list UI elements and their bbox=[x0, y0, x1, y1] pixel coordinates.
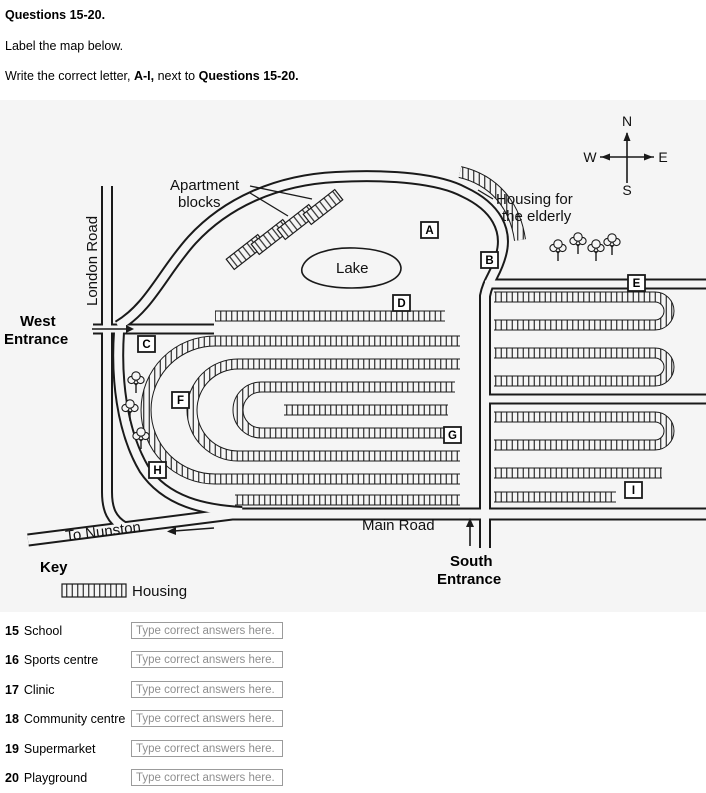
question-number: 19 bbox=[5, 741, 19, 756]
map-marker-a: A bbox=[420, 221, 439, 239]
main-road-label: Main Road bbox=[362, 517, 435, 534]
to-nunston-label: To Nunston bbox=[64, 519, 141, 545]
map-markers: A B C D E F G H I bbox=[137, 221, 646, 499]
question-row-17: 17 Clinic bbox=[5, 681, 706, 698]
answer-input-19[interactable] bbox=[131, 740, 283, 757]
svg-text:D: D bbox=[397, 298, 405, 310]
question-number: 20 bbox=[5, 770, 19, 785]
question-number: 15 bbox=[5, 623, 19, 638]
map-marker-c: C bbox=[137, 335, 156, 353]
letter-instruction-bold2: Questions 15-20. bbox=[198, 69, 299, 83]
question-label: Community centre bbox=[23, 711, 126, 726]
compass-n-label: N bbox=[622, 113, 632, 129]
south-entrance-label-line1: South bbox=[450, 553, 493, 570]
question-row-19: 19 Supermarket bbox=[5, 740, 706, 757]
map-marker-i: I bbox=[624, 481, 643, 499]
letter-instruction: Write the correct letter, A-I, next to Q… bbox=[5, 69, 299, 83]
compass-west-arrowhead bbox=[601, 153, 610, 161]
housing-strips bbox=[140, 166, 675, 506]
housing-elderly-label-line1: Housing for bbox=[496, 191, 573, 208]
answer-input-16[interactable] bbox=[131, 651, 283, 668]
answer-input-18[interactable] bbox=[131, 710, 283, 727]
compass-north-arrowhead bbox=[623, 132, 631, 141]
answer-input-15[interactable] bbox=[131, 622, 283, 639]
letter-instruction-part2: next to bbox=[154, 69, 199, 83]
question-number: 18 bbox=[5, 711, 19, 726]
letter-instruction-part1: Write the correct letter, bbox=[5, 69, 134, 83]
map-marker-d: D bbox=[392, 294, 411, 312]
svg-text:F: F bbox=[177, 395, 184, 407]
question-row-18: 18 Community centre bbox=[5, 710, 706, 727]
to-nunston-arrow bbox=[173, 527, 215, 532]
questions-range-title: Questions 15-20. bbox=[5, 8, 106, 22]
question-label: School bbox=[23, 623, 63, 638]
map-marker-f: F bbox=[171, 391, 190, 409]
question-row-16: 16 Sports centre bbox=[5, 651, 706, 668]
answer-input-17[interactable] bbox=[131, 681, 283, 698]
london-road-label: London Road bbox=[84, 216, 101, 306]
tree-icon bbox=[603, 233, 621, 256]
svg-text:B: B bbox=[485, 255, 493, 267]
roads-surface bbox=[27, 172, 706, 548]
south-entrance-label-line2: Entrance bbox=[437, 571, 501, 588]
map-svg: Lake bbox=[4, 113, 706, 600]
compass-east-arrowhead bbox=[644, 153, 653, 161]
tree-icon bbox=[549, 239, 567, 262]
tree-icon bbox=[587, 239, 605, 262]
svg-text:H: H bbox=[153, 465, 161, 477]
lake bbox=[301, 247, 402, 289]
south-entrance-arrowhead bbox=[466, 518, 474, 527]
tree-icon bbox=[569, 232, 587, 255]
question-row-20: 20 Playground bbox=[5, 769, 706, 786]
apartment-pointer-line bbox=[249, 192, 289, 217]
svg-text:I: I bbox=[632, 485, 635, 497]
apartment-blocks bbox=[225, 188, 344, 271]
task-instruction: Label the map below. bbox=[5, 39, 124, 53]
question-label: Sports centre bbox=[23, 652, 99, 667]
map-figure: Lake bbox=[0, 100, 706, 612]
map-marker-e: E bbox=[627, 274, 646, 292]
lake-label: Lake bbox=[336, 260, 369, 277]
svg-text:E: E bbox=[633, 278, 641, 290]
compass-e-label: E bbox=[658, 149, 667, 165]
question-number: 17 bbox=[5, 682, 19, 697]
housing-key-symbol bbox=[61, 583, 127, 598]
letter-instruction-bold1: A-I, bbox=[133, 69, 155, 83]
apartment-blocks-label-line1: Apartment bbox=[170, 177, 240, 194]
answer-input-20[interactable] bbox=[131, 769, 283, 786]
apartment-block bbox=[302, 188, 344, 226]
compass-w-label: W bbox=[583, 149, 597, 165]
svg-text:G: G bbox=[448, 430, 457, 442]
west-entrance-label-line1: West bbox=[20, 313, 56, 330]
question-number: 16 bbox=[5, 652, 19, 667]
key-title: Key bbox=[40, 559, 68, 576]
question-label: Clinic bbox=[23, 682, 55, 697]
question-label: Supermarket bbox=[23, 741, 96, 756]
compass-s-label: S bbox=[622, 182, 631, 198]
svg-text:A: A bbox=[425, 225, 433, 237]
housing-elderly-pointer-line bbox=[477, 189, 494, 200]
question-row-15: 15 School bbox=[5, 622, 706, 639]
west-entrance-arrowhead bbox=[126, 325, 134, 333]
housing-elderly-label-line2: the elderly bbox=[502, 208, 572, 225]
tree-icon bbox=[127, 371, 145, 394]
question-label: Playground bbox=[23, 770, 88, 785]
key-housing-label: Housing bbox=[132, 583, 187, 600]
west-entrance-label-line2: Entrance bbox=[4, 331, 68, 348]
svg-text:C: C bbox=[142, 339, 150, 351]
apartment-blocks-label-line2: blocks bbox=[178, 194, 221, 211]
apartment-pointer-line bbox=[249, 185, 313, 200]
map-marker-b: B bbox=[480, 251, 499, 269]
map-marker-h: H bbox=[148, 461, 167, 479]
map-marker-g: G bbox=[443, 426, 462, 444]
compass-icon: N S W E bbox=[583, 113, 667, 198]
to-nunston-arrowhead bbox=[167, 527, 176, 535]
